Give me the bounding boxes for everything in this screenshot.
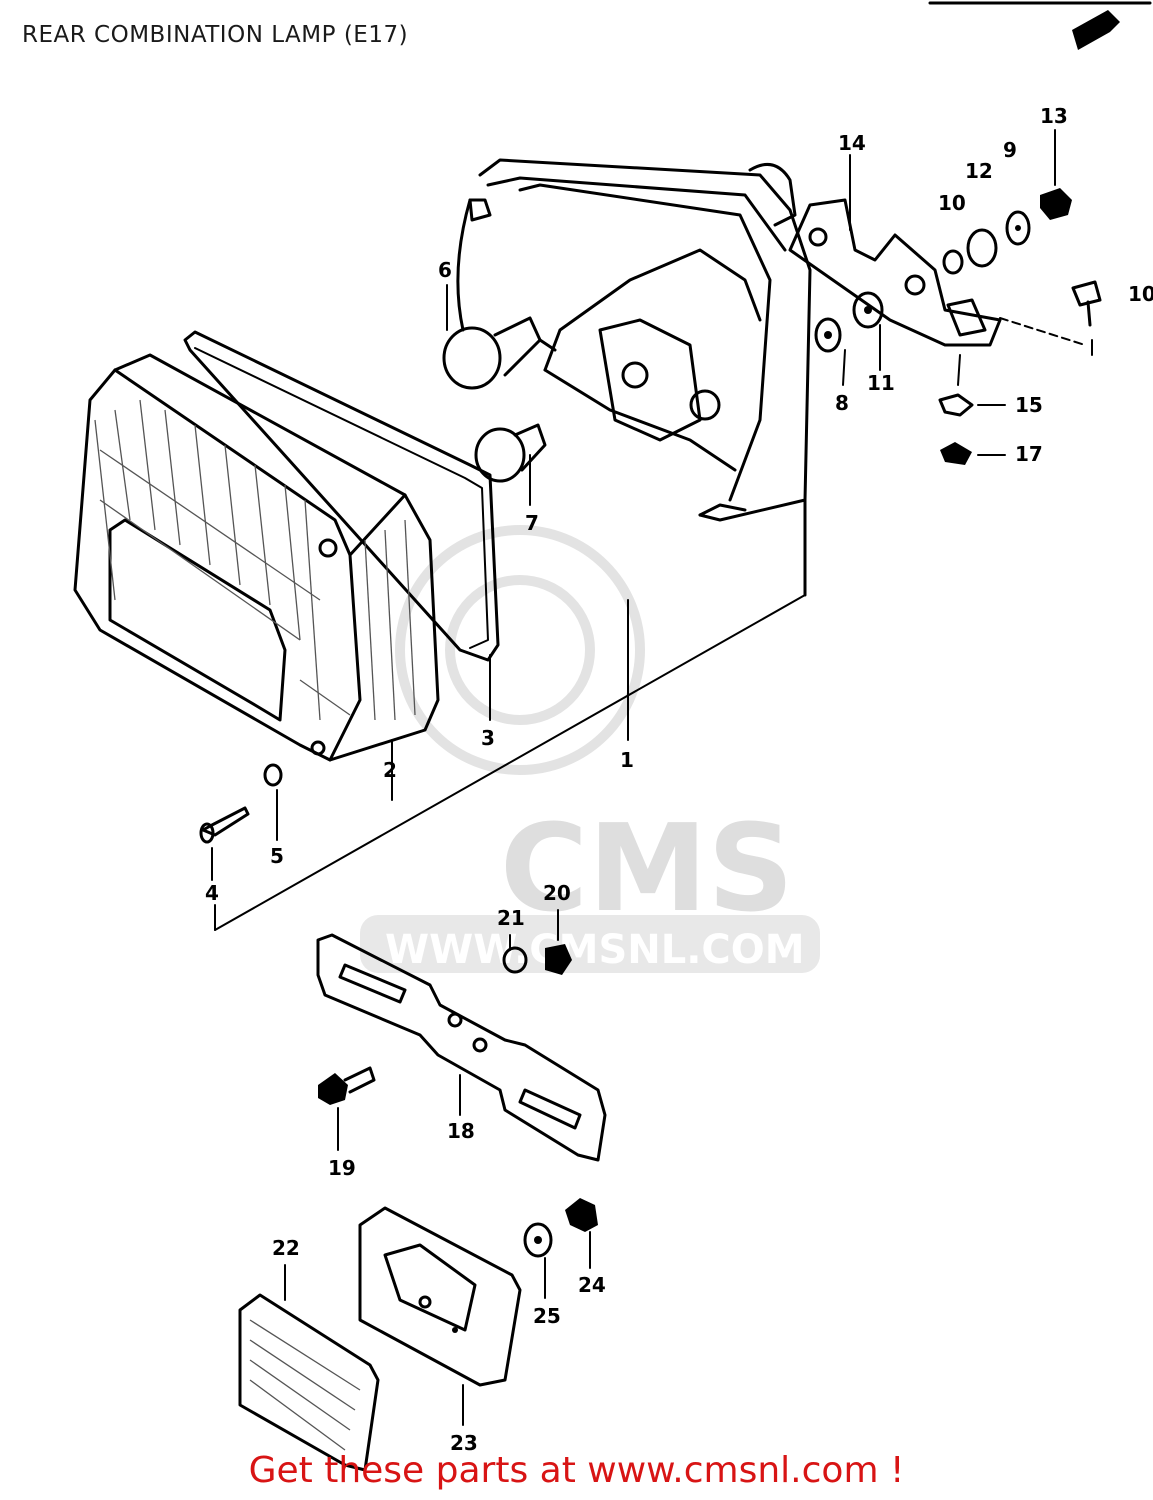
callout-3: 3 — [481, 726, 495, 750]
part-gasket — [183, 330, 500, 662]
callout-12: 12 — [965, 159, 993, 183]
callout-6: 6 — [438, 258, 452, 282]
part-license-lamp — [238, 1198, 598, 1472]
page-title: REAR COMBINATION LAMP (E17) — [22, 22, 409, 48]
footer-link[interactable]: Get these parts at www.cmsnl.com ! — [248, 1450, 905, 1491]
callout-22: 22 — [272, 1236, 300, 1260]
part-lens — [73, 353, 440, 762]
callout-23: 23 — [450, 1431, 478, 1455]
callout-14: 14 — [838, 131, 866, 155]
callout-15: 15 — [1015, 393, 1043, 417]
watermark: CMS WWW.CMSNL.COM — [360, 525, 820, 973]
leader-lines — [214, 129, 1056, 931]
callout-24: 24 — [578, 1273, 606, 1297]
callout-labels: 1 2 3 4 5 6 7 8 9 10 10 11 12 13 14 15 1… — [205, 104, 1153, 1455]
callout-9: 9 — [1003, 138, 1017, 162]
part-plate-bracket — [316, 909, 607, 1162]
callout-5: 5 — [270, 844, 284, 868]
part-bulbs — [442, 198, 557, 483]
callout-10a: 10 — [938, 191, 966, 215]
callout-8: 8 — [835, 391, 849, 415]
callout-10b: 10 — [1128, 282, 1153, 306]
watermark-url: WWW.CMSNL.COM — [385, 927, 805, 973]
part-bracket — [788, 188, 1102, 465]
part-housing — [468, 158, 812, 597]
part-screw-washer — [199, 763, 283, 881]
callout-2: 2 — [383, 758, 397, 782]
callout-18: 18 — [447, 1119, 475, 1143]
callout-20: 20 — [543, 881, 571, 905]
callout-25: 25 — [533, 1304, 561, 1328]
callout-1: 1 — [620, 748, 634, 772]
callout-11: 11 — [867, 371, 895, 395]
callout-19: 19 — [328, 1156, 356, 1180]
callout-21: 21 — [497, 906, 525, 930]
callout-17: 17 — [1015, 442, 1043, 466]
orientation-arrow-icon — [928, 1, 1152, 50]
callout-7: 7 — [525, 511, 539, 535]
callout-13: 13 — [1040, 104, 1068, 128]
callout-4: 4 — [205, 881, 219, 905]
